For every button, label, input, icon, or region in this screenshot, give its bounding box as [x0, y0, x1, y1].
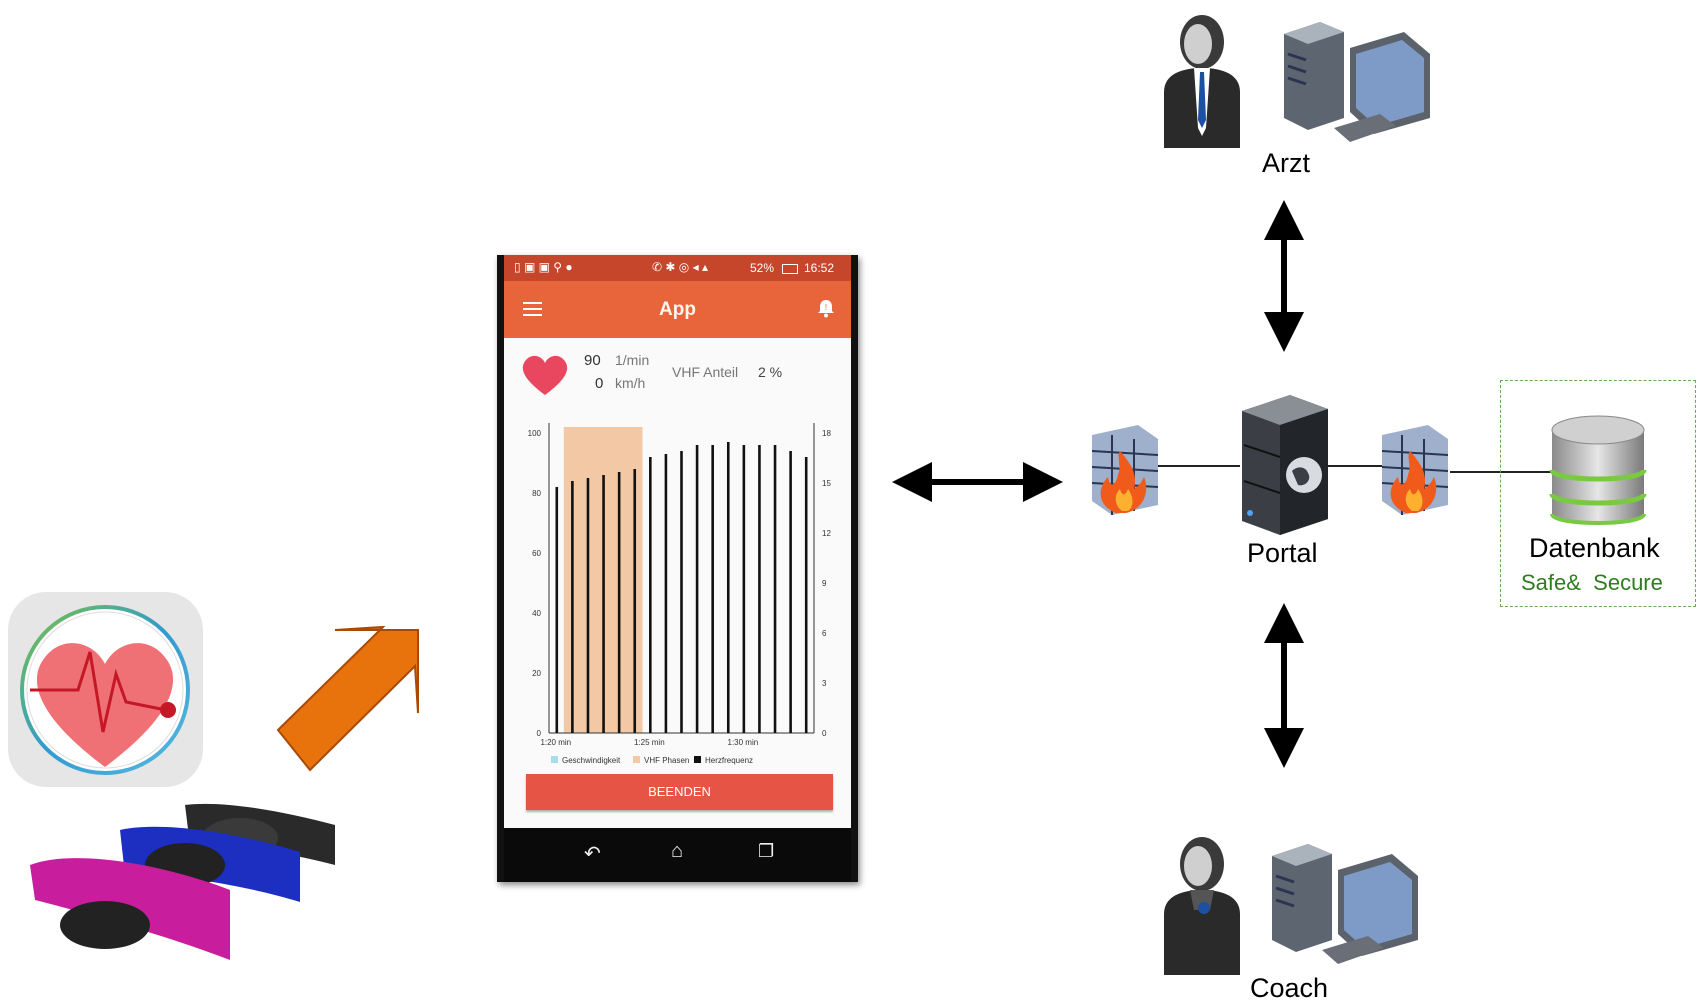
heart-rate-bar [571, 481, 574, 733]
speed-unit: km/h [615, 375, 646, 391]
heart-rate-bar [633, 469, 637, 733]
secure-database-zone [1500, 380, 1696, 607]
database-icon [1549, 415, 1647, 525]
recents-icon[interactable]: ❐ [758, 841, 775, 861]
svg-text:!: ! [825, 303, 827, 312]
polar-straps-image [30, 803, 335, 960]
battery-icon [782, 264, 798, 274]
y-right-tick-label: 0 [822, 729, 827, 738]
heart-rate-bar [773, 445, 777, 733]
heart-rate-bar [789, 451, 792, 733]
firewall-left-icon [1091, 425, 1159, 515]
heart-rate-bar [742, 445, 746, 733]
home-icon[interactable]: ⌂ [671, 840, 684, 862]
portal-label: Portal [1247, 538, 1318, 568]
y-right-tick-label: 15 [822, 479, 831, 488]
x-tick-label: 1:20 min [540, 738, 571, 747]
status-icons-right: ✆ ✱ ◎ ◂ ▴ [652, 260, 708, 274]
legend-swatch [633, 756, 640, 763]
heart-icon [522, 355, 568, 395]
battery-level: 52% [750, 261, 775, 275]
portal-coach-arrow [1264, 603, 1304, 768]
arzt-portal-arrow [1264, 200, 1304, 352]
y-right-tick-label: 18 [822, 429, 831, 438]
legend-label: Geschwindigkeit [562, 756, 621, 765]
y-left-tick-label: 100 [528, 429, 542, 438]
y-left-tick-label: 0 [537, 729, 542, 738]
heart-rate-bar [602, 475, 605, 733]
y-left-tick-label: 40 [532, 609, 541, 618]
legend-swatch [551, 756, 558, 763]
doctor-computer-icon [1284, 22, 1430, 142]
firewall-right-icon [1381, 425, 1449, 515]
bell-icon[interactable]: ! [817, 298, 835, 318]
y-left-tick-label: 20 [532, 669, 541, 678]
stats-panel: 90 1/min 0 km/h VHF Anteil 2 % [504, 350, 851, 410]
y-left-tick-label: 60 [532, 549, 541, 558]
app-bar: App ! [504, 281, 851, 338]
orange-arrow-icon [276, 625, 419, 772]
heart-rate-bar [804, 457, 808, 733]
x-tick-label: 1:25 min [634, 738, 665, 747]
heart-rate-bar [758, 445, 761, 733]
vhf-value: 2 % [758, 364, 783, 380]
y-right-tick-label: 12 [822, 529, 831, 538]
vhf-label: VHF Anteil [672, 364, 739, 380]
datenbank-label: Datenbank [1529, 533, 1660, 563]
coach-person-icon [1164, 837, 1240, 975]
speed-value: 0 [595, 375, 604, 392]
doctor-person-icon [1164, 15, 1240, 148]
y-right-tick-label: 3 [822, 679, 827, 688]
app-title: App [659, 299, 696, 320]
status-icons-left: ▯ ▣ ▣ ⚲ ● [514, 260, 573, 274]
heart-app-icon [8, 592, 203, 787]
status-bar: ▯ ▣ ▣ ⚲ ● ✆ ✱ ◎ ◂ ▴ 52% 16:52 [504, 255, 851, 281]
legend-label: Herzfrequenz [705, 756, 753, 765]
heart-rate-value: 90 [584, 352, 601, 369]
phone-mockup: ▯ ▣ ▣ ⚲ ● ✆ ✱ ◎ ◂ ▴ 52% 16:52 App ! 90 1… [497, 255, 858, 882]
portal-server-icon [1242, 395, 1328, 535]
arzt-label: Arzt [1262, 148, 1311, 178]
heart-rate-bar [726, 442, 730, 733]
phone-screen: ▯ ▣ ▣ ⚲ ● ✆ ✱ ◎ ◂ ▴ 52% 16:52 App ! 90 1… [504, 255, 851, 828]
coach-computer-icon [1272, 844, 1418, 964]
hamburger-menu-icon[interactable] [523, 302, 542, 316]
heart-rate-bar [649, 457, 652, 733]
heart-rate-bar [664, 454, 668, 733]
heart-rate-bar [711, 445, 714, 733]
status-time: 16:52 [804, 261, 835, 275]
android-nav-bar: ↶ ⌂ ❐ [504, 828, 851, 882]
coach-label: Coach [1250, 973, 1329, 1003]
legend-label: VHF Phasen [644, 756, 689, 765]
y-right-tick-label: 6 [822, 629, 827, 638]
legend-swatch [694, 756, 701, 763]
heart-rate-unit: 1/min [615, 352, 650, 368]
x-tick-label: 1:30 min [728, 738, 759, 747]
heart-rate-bar [586, 478, 590, 733]
heart-rate-bar [680, 451, 683, 733]
back-icon[interactable]: ↶ [584, 843, 601, 865]
heart-rate-bar [555, 487, 559, 733]
beenden-button[interactable]: BEENDEN [526, 774, 833, 810]
heart-rate-chart: 0 20 40 60 80 100 0 3 6 9 12 15 18 1:20 min 1:25 min 1:… [528, 423, 831, 765]
heart-rate-bar [617, 472, 621, 733]
safe-secure-label: Safe& Secure [1521, 570, 1663, 595]
heart-rate-bar [695, 445, 699, 733]
y-left-tick-label: 80 [532, 489, 541, 498]
y-right-tick-label: 9 [822, 579, 827, 588]
app-portal-arrow [892, 462, 1063, 502]
